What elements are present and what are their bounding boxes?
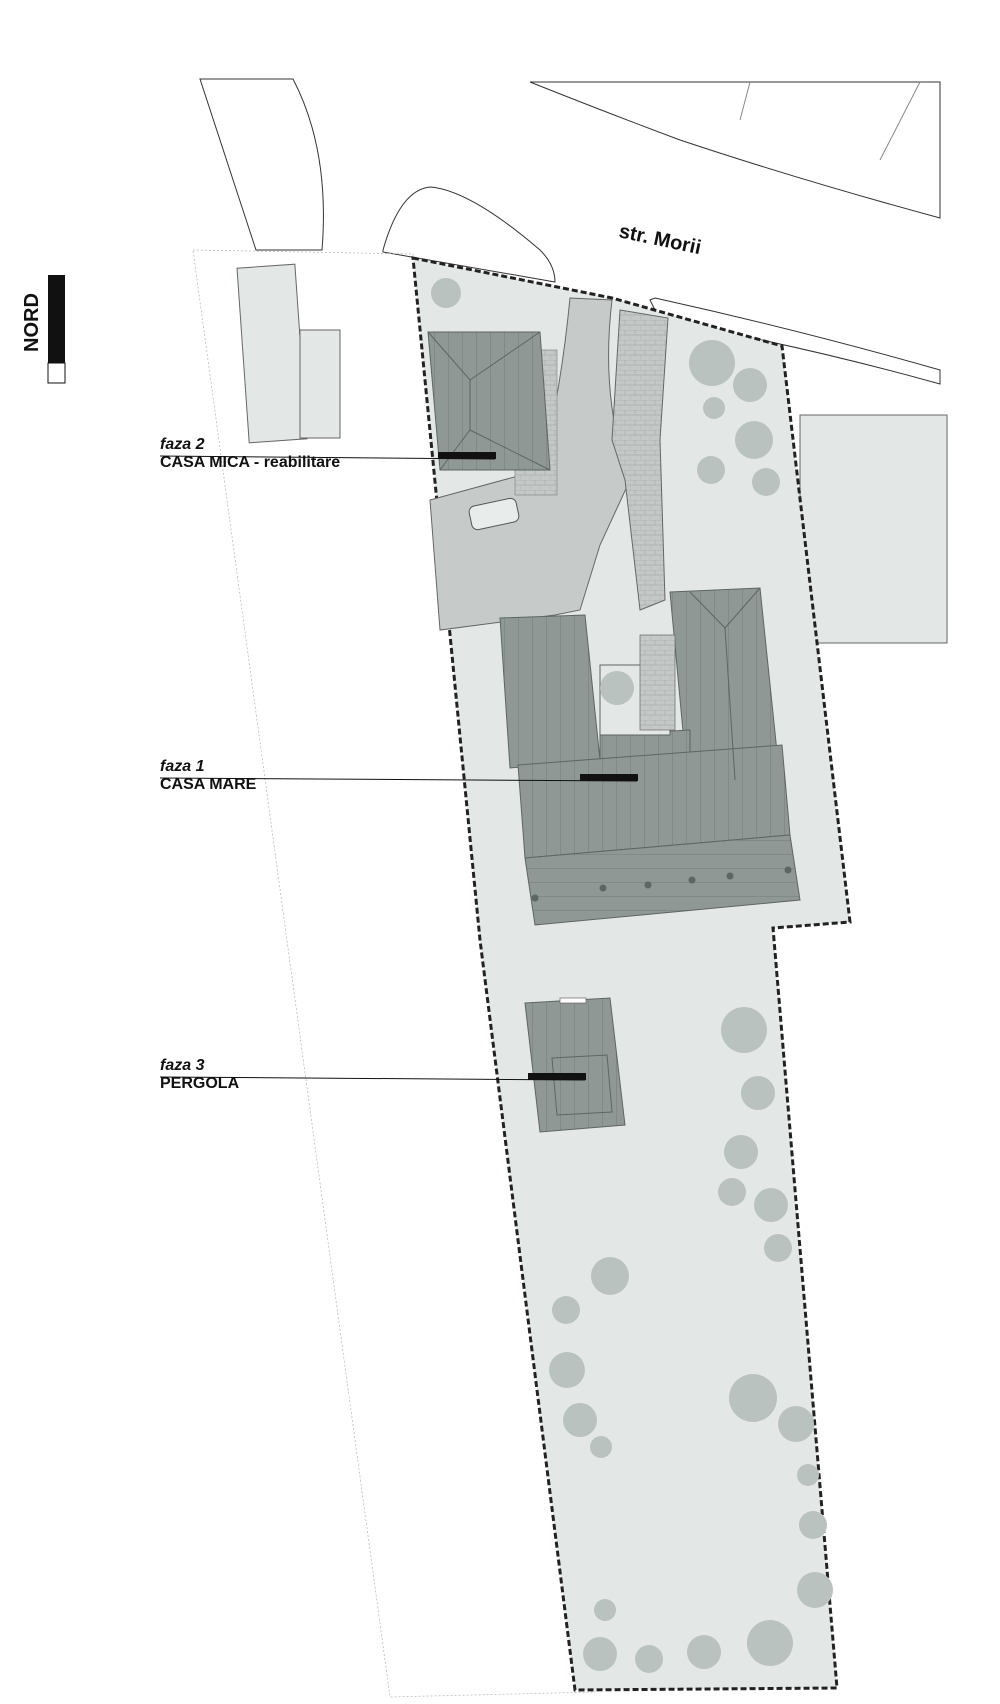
stair [639, 634, 676, 731]
tree [591, 1257, 629, 1295]
leader-marker-faza-1 [580, 774, 638, 781]
tree [721, 1007, 767, 1053]
north-indicator: NORD [21, 275, 66, 384]
tree [563, 1403, 597, 1437]
tree [754, 1188, 788, 1222]
driveway-island-outline [382, 186, 556, 283]
pergola-roof [524, 997, 626, 1133]
surrounding-context [192, 78, 948, 1698]
tree [583, 1637, 617, 1671]
street-label: str. Morii [617, 220, 703, 259]
courtyard-tree [600, 671, 634, 705]
hatch-line [739, 81, 751, 121]
tree [697, 456, 725, 484]
phase-name: faza 1 [160, 758, 205, 775]
street-edge-north [529, 81, 941, 219]
leader-line-faza-1 [159, 777, 638, 782]
tree [635, 1645, 663, 1673]
northwest-lot-outline [199, 78, 324, 251]
tree [735, 421, 773, 459]
tree [724, 1135, 758, 1169]
phase-title: CASA MICA - reabilitare [160, 454, 341, 471]
tree [741, 1076, 775, 1110]
parked-car [468, 497, 520, 531]
column [644, 881, 652, 889]
tree [687, 1635, 721, 1669]
tree [689, 340, 735, 386]
tree [764, 1234, 792, 1262]
phase-title: PERGOLA [160, 1075, 240, 1092]
paved-walkway [611, 309, 669, 611]
tree [799, 1511, 827, 1539]
tree [594, 1599, 616, 1621]
tree [733, 368, 767, 402]
north-bar [48, 275, 65, 363]
tree [797, 1572, 833, 1608]
neighbor-building-west [236, 263, 308, 444]
column [784, 866, 792, 874]
phase-label-faza-2: faza 2 CASA MICA - reabilitare [160, 436, 340, 472]
tree [703, 397, 725, 419]
phase-name: faza 2 [160, 436, 205, 453]
phase-label-faza-1: faza 1 CASA MARE [160, 758, 256, 794]
tree [431, 278, 461, 308]
west-strip-outline [192, 249, 596, 1698]
leader-line-faza-3 [159, 1076, 586, 1081]
tree [718, 1178, 746, 1206]
tree [778, 1406, 814, 1442]
leader-marker-faza-2 [438, 452, 496, 459]
neighbor-building-east [799, 414, 948, 644]
tree [797, 1464, 819, 1486]
trees [431, 278, 833, 1673]
column [726, 872, 734, 880]
tree [729, 1374, 777, 1422]
casa-mare-roof [499, 587, 801, 926]
leader-marker-faza-3 [528, 1073, 586, 1080]
column [531, 894, 539, 902]
phase-leaders [159, 452, 638, 1081]
phase-name: faza 3 [160, 1057, 205, 1074]
tree [747, 1620, 793, 1666]
neighbor-building-west-annex [299, 329, 341, 439]
tree [552, 1296, 580, 1324]
north-label: NORD [21, 293, 43, 352]
tree [752, 468, 780, 496]
column [688, 876, 696, 884]
hatch-line [879, 81, 921, 161]
casa-mica-roof [427, 331, 551, 471]
paved-yard [429, 297, 631, 631]
column [599, 884, 607, 892]
tree [590, 1436, 612, 1458]
phase-label-faza-3: faza 3 PERGOLA [160, 1057, 239, 1093]
north-bar-white [47, 362, 66, 384]
tree [549, 1352, 585, 1388]
phase-title: CASA MARE [160, 776, 257, 793]
